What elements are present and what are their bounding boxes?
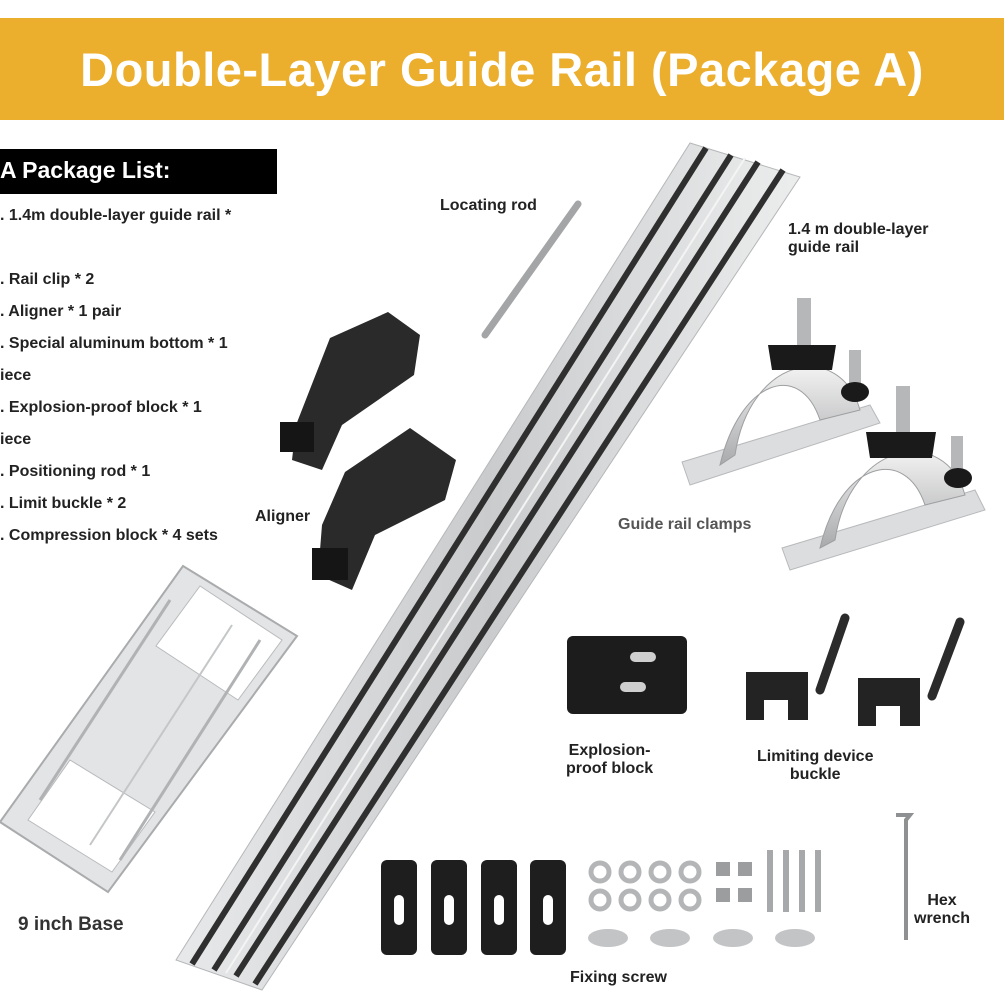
- list-item: iece: [0, 367, 32, 384]
- list-item: iece: [0, 431, 32, 448]
- base-image: [0, 564, 299, 894]
- guide-rail-clamps-image: [681, 298, 986, 571]
- list-item: . Explosion-proof block * 1: [0, 399, 202, 416]
- limiting-device-buckle-label: Limiting device buckle: [757, 748, 874, 783]
- hex-wrench-image: [896, 813, 915, 940]
- title-banner: Double-Layer Guide Rail (Package A): [0, 18, 1004, 120]
- limiting-buckle-image: [746, 613, 965, 726]
- aligner-image: [280, 312, 456, 590]
- aligner-label: Aligner: [255, 508, 311, 525]
- guide-rail-label: 1.4 m double-layer guide rail: [788, 221, 929, 256]
- base-label: 9 inch Base: [18, 914, 124, 935]
- list-item: . 1.4m double-layer guide rail *: [0, 207, 232, 224]
- guide-rail-image: [175, 142, 801, 991]
- list-item: . Special aluminum bottom * 1: [0, 335, 228, 352]
- list-item: . Compression block * 4 sets: [0, 527, 218, 544]
- package-list-header: A Package List:: [0, 149, 277, 194]
- list-item: . Aligner * 1 pair: [0, 303, 122, 320]
- guide-rail-clamps-label: Guide rail clamps: [618, 516, 752, 533]
- package-list: . 1.4m double-layer guide rail * . Rail …: [0, 203, 231, 555]
- list-item: . Positioning rod * 1: [0, 463, 151, 480]
- hex-wrench-label: Hex wrench: [914, 892, 971, 927]
- fixing-screw-label: Fixing screw: [570, 969, 667, 986]
- explosion-proof-block-image: [567, 636, 687, 714]
- locating-rod-label: Locating rod: [440, 197, 537, 214]
- list-item: . Limit buckle * 2: [0, 495, 127, 512]
- locating-rod-image: [481, 200, 582, 339]
- fixing-screw-image: [381, 850, 821, 955]
- explosion-proof-block-label: Explosion- proof block: [566, 742, 654, 777]
- list-item: . Rail clip * 2: [0, 271, 95, 288]
- page-title: Double-Layer Guide Rail (Package A): [80, 42, 924, 96]
